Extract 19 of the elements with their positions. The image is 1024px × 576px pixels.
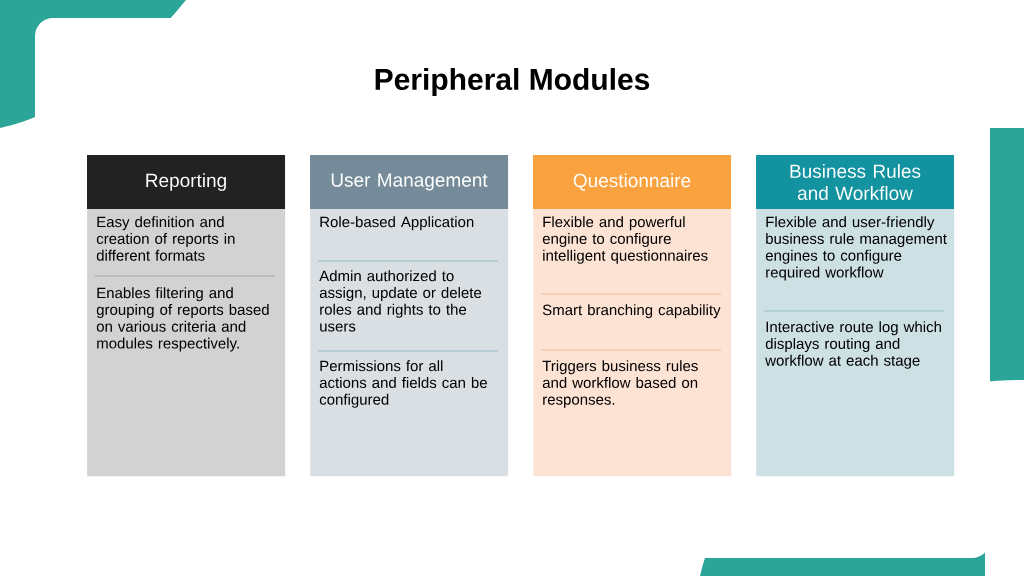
feature-text: Triggers business rules and workflow based on responses. xyxy=(542,360,698,408)
module-column xyxy=(310,155,509,477)
column-heading: Questionnaire xyxy=(573,173,691,191)
feature-text: Admin authorized to assign, update or delete roles and rights to the users xyxy=(319,270,482,332)
feature-text: Flexible and user-friendly business rule management engines to configure required workflow xyxy=(765,216,947,281)
feature-text: Permissions for all actions and fields can be configured xyxy=(319,360,487,408)
feature-text: Easy definition and creation of reports in different formats xyxy=(96,216,235,261)
column-heading: User Management xyxy=(331,173,488,191)
module-column xyxy=(756,155,955,477)
feature-text: Enables filtering and grouping of reports based on various criteria and modules respectively. xyxy=(96,287,269,352)
module-column xyxy=(533,155,732,477)
feature-text: Smart branching capability xyxy=(542,304,721,319)
feature-text: Interactive route log which displays routing and workflow at each stage xyxy=(765,321,941,369)
title: Peripheral Modules xyxy=(375,68,650,96)
feature-text: Flexible and powerful engine to configure intelligent questionnaires xyxy=(542,216,708,264)
module-column xyxy=(87,155,286,477)
feature-text: Role-based Application xyxy=(320,216,474,231)
column-heading: Business Rules and Workflow xyxy=(790,164,921,200)
column-heading: Reporting xyxy=(146,173,226,191)
